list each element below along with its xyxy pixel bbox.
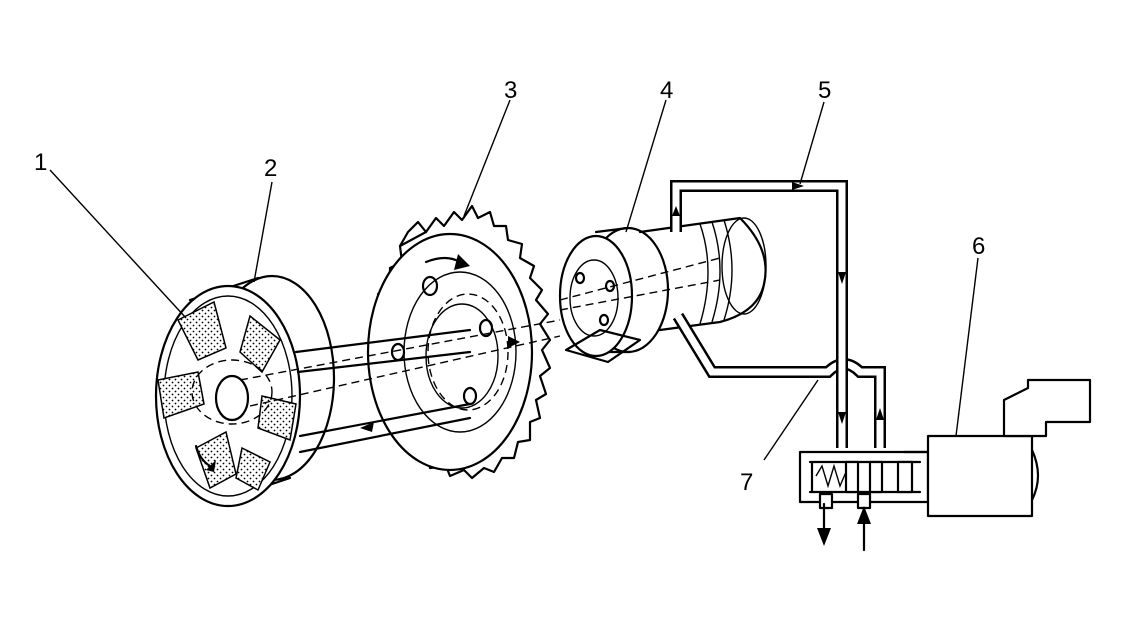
callout-6: 6	[972, 233, 985, 260]
cam-sprocket	[366, 204, 552, 480]
oil-passages	[239, 319, 561, 454]
oil-lines	[670, 180, 886, 448]
callout-1: 1	[34, 149, 47, 176]
callout-2: 2	[264, 155, 277, 182]
control-valve-body	[798, 450, 930, 510]
callout-7: 7	[740, 469, 753, 496]
callout-4: 4	[660, 77, 673, 104]
callout-5: 5	[818, 77, 831, 104]
oil-feed-collar	[558, 216, 767, 364]
supply-arrow	[857, 506, 871, 552]
drain-arrow	[817, 502, 831, 546]
rotor-housing	[154, 274, 336, 508]
callout-3: 3	[504, 77, 517, 104]
solenoid	[902, 378, 1092, 518]
leader-lines	[49, 99, 979, 461]
